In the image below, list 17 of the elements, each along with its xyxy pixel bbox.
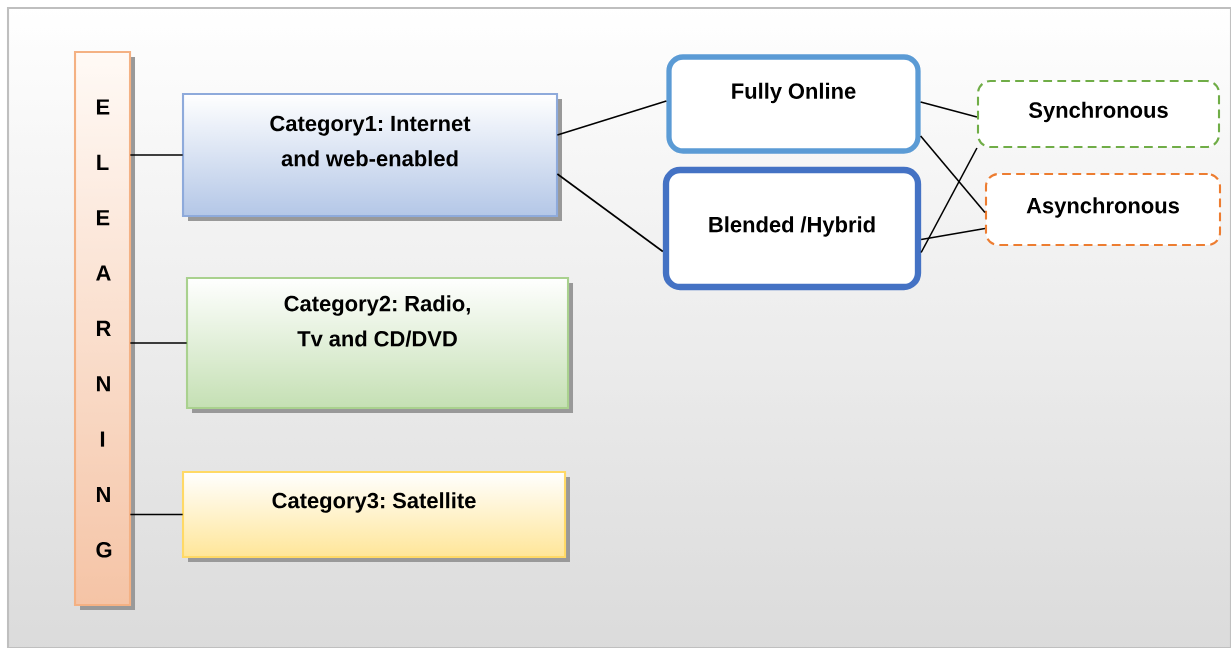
- category-box: Category2: Radio, Tv and CD/DVD: [185, 276, 573, 413]
- type-box: Synchronous: [976, 79, 1221, 149]
- connector-line: [129, 513, 184, 516]
- type-box: Asynchronous: [984, 172, 1222, 247]
- category-box: Category1: Internet and web-enabled: [181, 92, 562, 221]
- connector-line: [556, 173, 664, 253]
- connector-line: [920, 227, 986, 241]
- connector-line: [919, 101, 978, 118]
- connector-line: [129, 342, 188, 344]
- mode-box: Fully Online: [666, 54, 921, 154]
- connector-line: [920, 147, 978, 254]
- category-box: Category3: Satellite: [181, 470, 570, 562]
- connector-line: [919, 135, 986, 214]
- mode-box: Blended /Hybrid: [662, 166, 922, 291]
- connector-line: [556, 100, 668, 136]
- vertical-label-box: E L E A R N I N G: [73, 50, 135, 610]
- connector-line: [129, 154, 184, 156]
